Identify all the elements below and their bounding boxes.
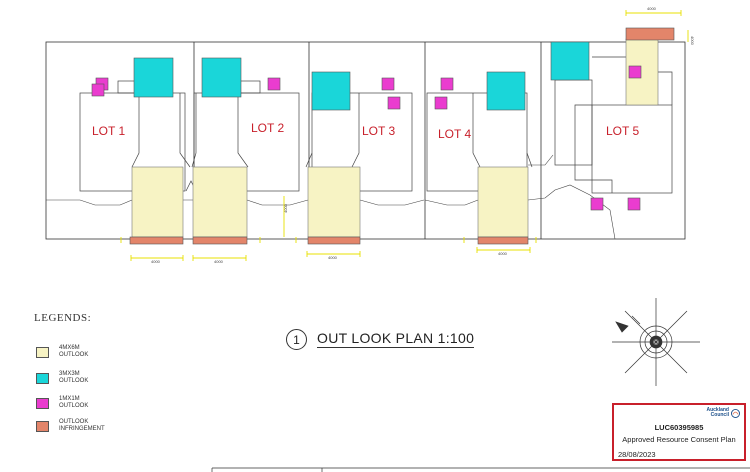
legend-label-infringement: OUTLOOK INFRINGEMENT: [59, 419, 105, 432]
dimension-values: 4000 4000 4000 4000 4000 4000 4000: [151, 6, 695, 264]
lot-label-4: LOT 4: [438, 127, 471, 141]
lot-label-1: LOT 1: [92, 124, 125, 138]
consent-date: 28/08/2023: [618, 450, 656, 459]
dimension-lines: [120, 10, 689, 261]
title-bar-lines: [211, 467, 750, 472]
drawing-number: 1: [286, 329, 307, 350]
dimension-value-3: 4000: [328, 255, 338, 260]
legend-item-3x3: 3MX3M OUTLOOK: [36, 371, 119, 385]
lot-label-3: LOT 3: [362, 124, 395, 138]
outlook-1x1-zones: [91, 65, 642, 211]
outlook-4x6-zones: [131, 38, 659, 238]
council-logo-icon: [731, 408, 740, 418]
legend-item-4x6: 4MX6M OUTLOOK: [36, 345, 119, 359]
compass-rose-icon: [612, 298, 700, 386]
outlook-infringement-zones: [129, 27, 675, 245]
lot-label-5: LOT 5: [606, 124, 639, 138]
council-logo: Auckland Council: [706, 408, 740, 418]
council-logo-line2: Council: [710, 412, 729, 418]
drawing-title: 1 OUT LOOK PLAN 1:100: [286, 329, 475, 350]
consent-label: Approved Resource Consent Plan: [622, 435, 736, 444]
legend-swatch-3x3: [36, 373, 49, 384]
dimension-value-7: 4000: [283, 203, 288, 213]
drawing-title-text: OUT LOOK PLAN 1:100: [317, 330, 475, 348]
legend-swatch-infringement: [36, 421, 49, 432]
council-logo-text: Auckland Council: [706, 408, 729, 418]
legend-label-1x1: 1MX1M OUTLOOK: [59, 396, 89, 409]
legend-item-infringement: OUTLOOK INFRINGEMENT: [36, 419, 119, 433]
legend-item-1x1: 1MX1M OUTLOOK: [36, 396, 119, 410]
legend-title: LEGENDS:: [34, 312, 92, 324]
dimension-value-1: 4000: [151, 259, 161, 264]
council-logo-line1: Auckland: [706, 407, 729, 413]
dimension-value-4: 4000: [498, 251, 508, 256]
legend-label-3x3: 3MX3M OUTLOOK: [59, 371, 89, 384]
consent-reference: LUC60395985: [654, 423, 704, 432]
legend-swatch-4x6: [36, 347, 49, 358]
lot-labels: LOT 1 LOT 2 LOT 3 LOT 4 LOT 5: [92, 121, 639, 141]
lot-label-2: LOT 2: [251, 121, 284, 135]
legend-swatch-1x1: [36, 398, 49, 409]
legend-label-4x6: 4MX6M OUTLOOK: [59, 345, 89, 358]
driveway-lines: [46, 154, 616, 240]
dimension-value-6: 4000: [690, 36, 695, 46]
outlook-3x3-zones: [133, 41, 590, 111]
dimension-value-2: 4000: [214, 259, 224, 264]
dimension-value-5: 4000: [647, 6, 657, 11]
approval-stamp: Auckland Council LUC60395985 Approved Re…: [612, 403, 746, 461]
